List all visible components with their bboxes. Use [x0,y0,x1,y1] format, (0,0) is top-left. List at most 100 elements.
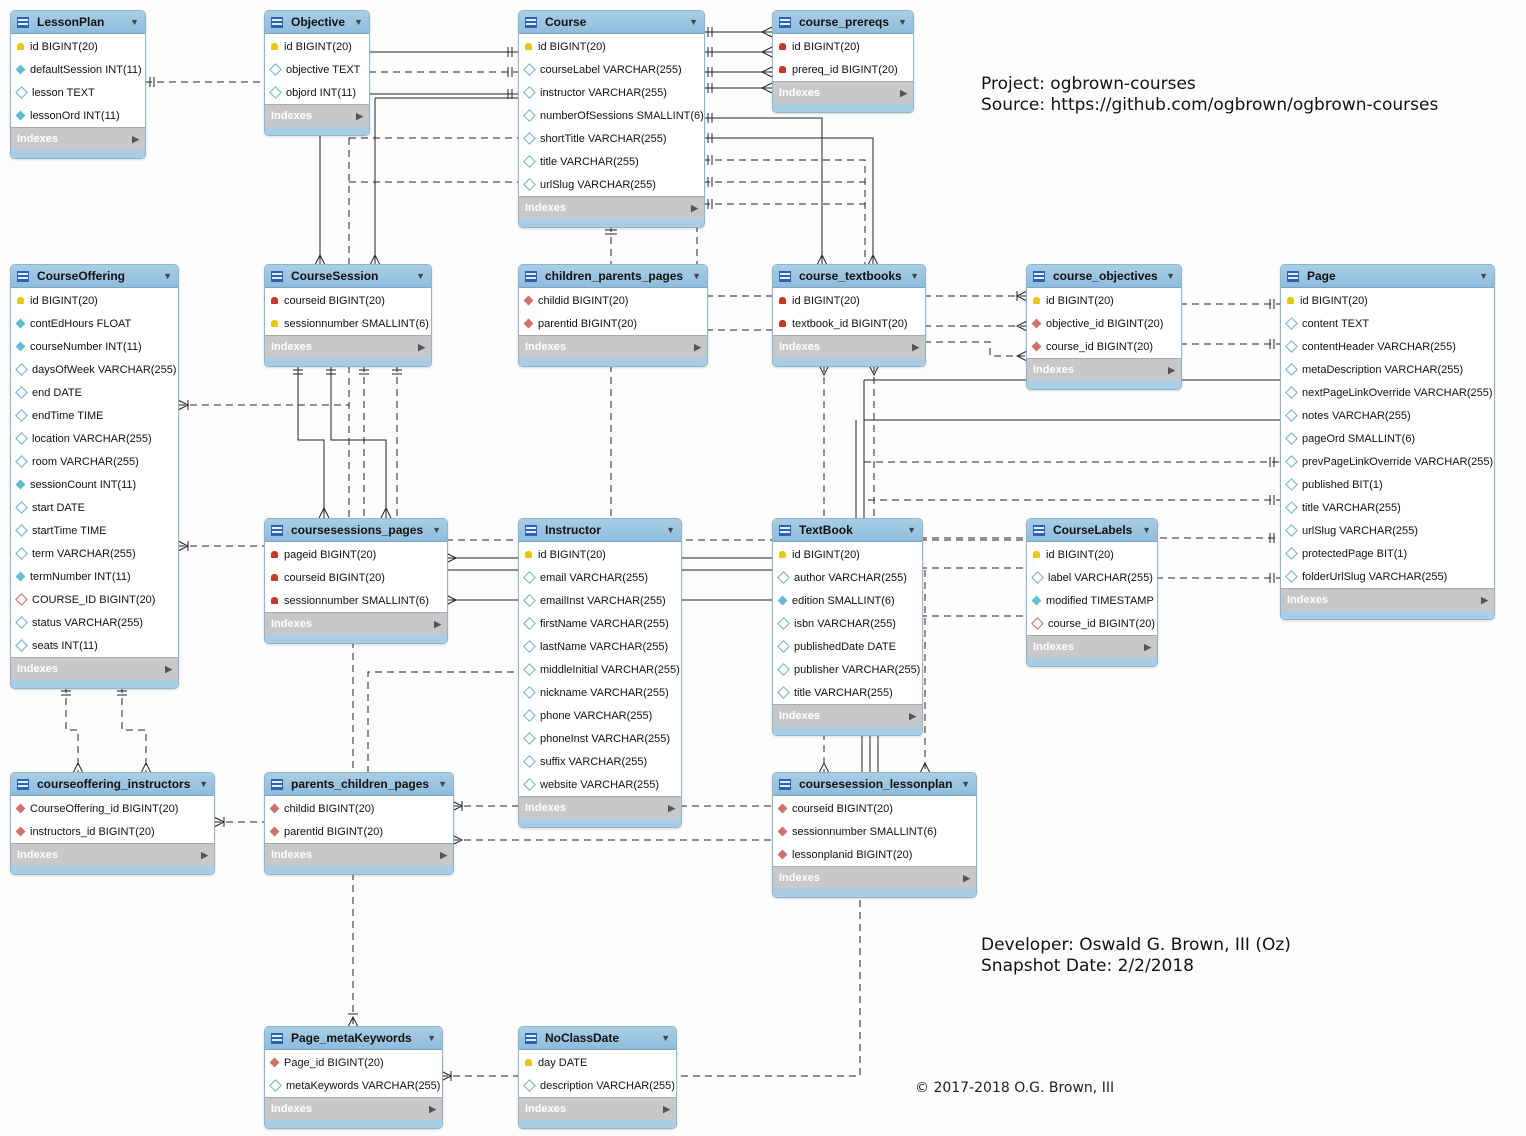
table-header[interactable]: course_prereqs▼ [773,11,913,34]
column-row[interactable]: numberOfSessions SMALLINT(6) [519,104,704,127]
column-row[interactable]: childid BIGINT(20) [265,797,453,820]
indexes-section[interactable]: Indexes▶ [11,657,178,680]
table-instructor[interactable]: Instructor▼id BIGINT(20)email VARCHAR(25… [518,518,682,828]
expand-arrow-icon[interactable]: ▶ [1144,641,1151,652]
column-row[interactable]: course_id BIGINT(20) [1027,335,1181,358]
collapse-arrow-icon[interactable]: ▼ [689,17,698,27]
indexes-section[interactable]: Indexes▶ [773,335,925,358]
collapse-arrow-icon[interactable]: ▼ [961,779,970,789]
column-row[interactable]: pageid BIGINT(20) [265,543,447,566]
column-row[interactable]: objective_id BIGINT(20) [1027,312,1181,335]
indexes-section[interactable]: Indexes▶ [1027,635,1157,658]
expand-arrow-icon[interactable]: ▶ [165,663,172,674]
column-row[interactable]: isbn VARCHAR(255) [773,612,922,635]
column-row[interactable]: Page_id BIGINT(20) [265,1051,442,1074]
column-row[interactable]: id BIGINT(20) [265,35,369,58]
table-header[interactable]: parents_children_pages▼ [265,773,453,796]
column-row[interactable]: instructors_id BIGINT(20) [11,820,214,843]
table-coursesessions-pages[interactable]: coursesessions_pages▼pageid BIGINT(20)co… [264,518,448,644]
column-row[interactable]: urlSlug VARCHAR(255) [519,173,704,196]
indexes-section[interactable]: Indexes▶ [265,104,369,127]
expand-arrow-icon[interactable]: ▶ [429,1103,436,1114]
column-row[interactable]: folderUrlSlug VARCHAR(255) [1281,565,1494,588]
collapse-arrow-icon[interactable]: ▼ [416,271,425,281]
table-course-objectives[interactable]: course_objectives▼id BIGINT(20)objective… [1026,264,1182,390]
table-header[interactable]: children_parents_pages▼ [519,265,707,288]
expand-arrow-icon[interactable]: ▶ [912,341,919,352]
collapse-arrow-icon[interactable]: ▼ [427,1033,436,1043]
column-row[interactable]: lessonplanid BIGINT(20) [773,843,976,866]
column-row[interactable]: label VARCHAR(255) [1027,566,1157,589]
column-row[interactable]: publisher VARCHAR(255) [773,658,922,681]
table-header[interactable]: Instructor▼ [519,519,681,542]
column-row[interactable]: parentid BIGINT(20) [265,820,453,843]
table-coursesession-lessonplan[interactable]: coursesession_lessonplan▼courseid BIGINT… [772,772,977,898]
table-coursesession[interactable]: CourseSession▼courseid BIGINT(20)session… [264,264,432,367]
column-row[interactable]: courseLabel VARCHAR(255) [519,58,704,81]
column-row[interactable]: title VARCHAR(255) [1281,496,1494,519]
indexes-section[interactable]: Indexes▶ [519,335,707,358]
column-row[interactable]: id BIGINT(20) [11,35,145,58]
indexes-section[interactable]: Indexes▶ [265,335,431,358]
table-children-parents-pages[interactable]: children_parents_pages▼childid BIGINT(20… [518,264,708,367]
column-row[interactable]: seats INT(11) [11,634,178,657]
expand-arrow-icon[interactable]: ▶ [691,202,698,213]
column-row[interactable]: id BIGINT(20) [773,543,922,566]
table-header[interactable]: Page_metaKeywords▼ [265,1027,442,1050]
indexes-section[interactable]: Indexes▶ [1027,358,1181,381]
table-header[interactable]: Objective▼ [265,11,369,34]
column-row[interactable]: courseNumber INT(11) [11,335,178,358]
column-row[interactable]: sessionnumber SMALLINT(6) [265,589,447,612]
column-row[interactable]: lastName VARCHAR(255) [519,635,681,658]
column-row[interactable]: email VARCHAR(255) [519,566,681,589]
column-row[interactable]: start DATE [11,496,178,519]
column-row[interactable]: startTime TIME [11,519,178,542]
column-row[interactable]: nickname VARCHAR(255) [519,681,681,704]
column-row[interactable]: textbook_id BIGINT(20) [773,312,925,335]
collapse-arrow-icon[interactable]: ▼ [907,525,916,535]
collapse-arrow-icon[interactable]: ▼ [130,17,139,27]
table-header[interactable]: NoClassDate▼ [519,1027,676,1050]
table-lessonplan[interactable]: LessonPlan▼id BIGINT(20)defaultSession I… [10,10,146,159]
column-row[interactable]: shortTitle VARCHAR(255) [519,127,704,150]
column-row[interactable]: sessionnumber SMALLINT(6) [265,312,431,335]
expand-arrow-icon[interactable]: ▶ [132,133,139,144]
column-row[interactable]: content TEXT [1281,312,1494,335]
column-row[interactable]: protectedPage BIT(1) [1281,542,1494,565]
expand-arrow-icon[interactable]: ▶ [1168,364,1175,375]
table-header[interactable]: course_objectives▼ [1027,265,1181,288]
column-row[interactable]: modified TIMESTAMP [1027,589,1157,612]
column-row[interactable]: id BIGINT(20) [519,35,704,58]
indexes-section[interactable]: Indexes▶ [11,843,214,866]
column-row[interactable]: title VARCHAR(255) [773,681,922,704]
column-row[interactable]: nextPageLinkOverride VARCHAR(255) [1281,381,1494,404]
table-header[interactable]: Course▼ [519,11,704,34]
table-courselabels[interactable]: CourseLabels▼id BIGINT(20)label VARCHAR(… [1026,518,1158,667]
indexes-section[interactable]: Indexes▶ [773,704,922,727]
table-course-textbooks[interactable]: course_textbooks▼id BIGINT(20)textbook_i… [772,264,926,367]
column-row[interactable]: emailInst VARCHAR(255) [519,589,681,612]
expand-arrow-icon[interactable]: ▶ [434,618,441,629]
collapse-arrow-icon[interactable]: ▼ [163,271,172,281]
table-header[interactable]: CourseOffering▼ [11,265,178,288]
column-row[interactable]: courseid BIGINT(20) [773,797,976,820]
indexes-section[interactable]: Indexes▶ [265,1097,442,1120]
expand-arrow-icon[interactable]: ▶ [663,1103,670,1114]
expand-arrow-icon[interactable]: ▶ [1481,594,1488,605]
table-course[interactable]: Course▼id BIGINT(20)courseLabel VARCHAR(… [518,10,705,228]
column-row[interactable]: pageOrd SMALLINT(6) [1281,427,1494,450]
column-row[interactable]: course_id BIGINT(20) [1027,612,1157,635]
column-row[interactable]: courseid BIGINT(20) [265,566,447,589]
indexes-section[interactable]: Indexes▶ [519,196,704,219]
column-row[interactable]: sessionCount INT(11) [11,473,178,496]
indexes-section[interactable]: Indexes▶ [265,843,453,866]
column-row[interactable]: termNumber INT(11) [11,565,178,588]
column-row[interactable]: phone VARCHAR(255) [519,704,681,727]
table-header[interactable]: coursesessions_pages▼ [265,519,447,542]
column-row[interactable]: metaKeywords VARCHAR(255) [265,1074,442,1097]
column-row[interactable]: daysOfWeek VARCHAR(255) [11,358,178,381]
column-row[interactable]: childid BIGINT(20) [519,289,707,312]
